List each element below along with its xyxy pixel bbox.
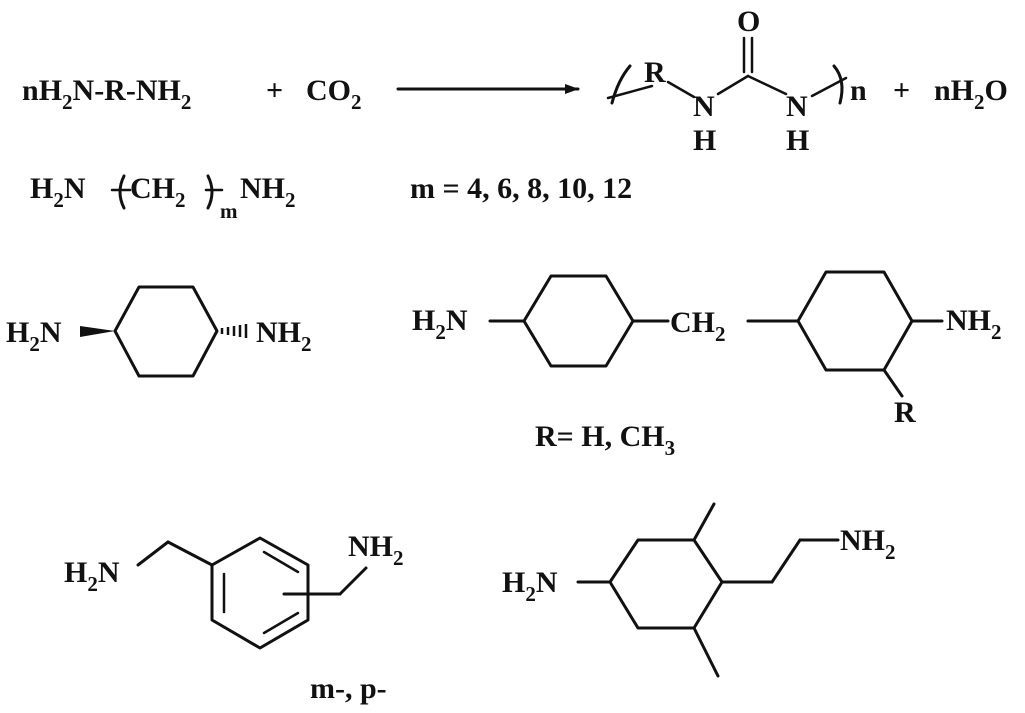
right-amine-2: NH2: [946, 304, 1002, 344]
right-amine: NH2: [256, 316, 312, 356]
n-atom-right: N: [786, 90, 808, 123]
r-values: R= H, CH3: [535, 420, 675, 460]
wedge-bond: [80, 326, 115, 337]
methylene-bis-cyclohexylamine: H2N CH2 NH2 R R= H, CH3: [412, 270, 1002, 460]
ch2-unit: CH2: [130, 172, 186, 212]
cyclohexane-ring: [113, 285, 219, 378]
n-atom-left: N: [693, 90, 715, 123]
left-amine-4: H2N: [502, 566, 558, 606]
left-bracket: [610, 64, 632, 105]
right-amine-4: NH2: [840, 524, 896, 564]
m-subscript: m: [220, 199, 238, 223]
isomer-label: m-, p-: [310, 672, 387, 705]
dimethylcyclohexyl-diamine: H2N NH2: [502, 502, 896, 678]
methylene-bridge: CH2: [670, 306, 726, 346]
benzene-ring: [210, 536, 310, 650]
right-bracket: [832, 64, 844, 105]
methyl-top: [692, 502, 716, 542]
left-amine-2: H2N: [412, 304, 468, 344]
polyurea-product: R N H O N H n: [606, 5, 867, 157]
cyclohexane-ring-3: [608, 538, 724, 630]
diamine-reactant: nH2N-R-NH2: [22, 74, 191, 114]
right-amine-3: NH2: [348, 530, 404, 570]
open-paren: [118, 174, 126, 210]
r-substituent: R: [894, 396, 916, 429]
cyclohexane-ring-left: [522, 274, 635, 368]
plus-sign: +: [266, 74, 283, 107]
co2-reactant: CO2: [306, 74, 362, 114]
close-paren: [206, 174, 214, 210]
water-product: nH2O: [934, 74, 1008, 114]
m-values: m = 4, 6, 8, 10, 12: [410, 172, 632, 205]
h-atom-left: H: [693, 124, 716, 157]
methyl-bottom: [692, 626, 720, 678]
xylylenediamine: H2N NH2 m-, p-: [64, 530, 404, 705]
hash-bond: [220, 324, 248, 338]
r-group: R: [644, 56, 666, 89]
h-atom-right: H: [786, 124, 809, 157]
terminal-amine: NH2: [240, 172, 296, 212]
plus-sign-2: +: [893, 74, 910, 107]
left-amine-3: H2N: [64, 556, 120, 596]
reaction-equation: nH2N-R-NH2 + CO2 R N H O N H n + nH2O: [22, 5, 1008, 157]
cyclohexanediamine: H2N NH2: [6, 285, 312, 378]
aliphatic-formula: H2N: [30, 172, 86, 212]
cyclohexane-ring-right: [796, 270, 914, 372]
left-amine: H2N: [6, 316, 62, 356]
o-atom: O: [737, 5, 760, 38]
aliphatic-diamine: H2N CH2 m NH2 m = 4, 6, 8, 10, 12: [30, 172, 632, 223]
repeat-n: n: [850, 74, 867, 107]
